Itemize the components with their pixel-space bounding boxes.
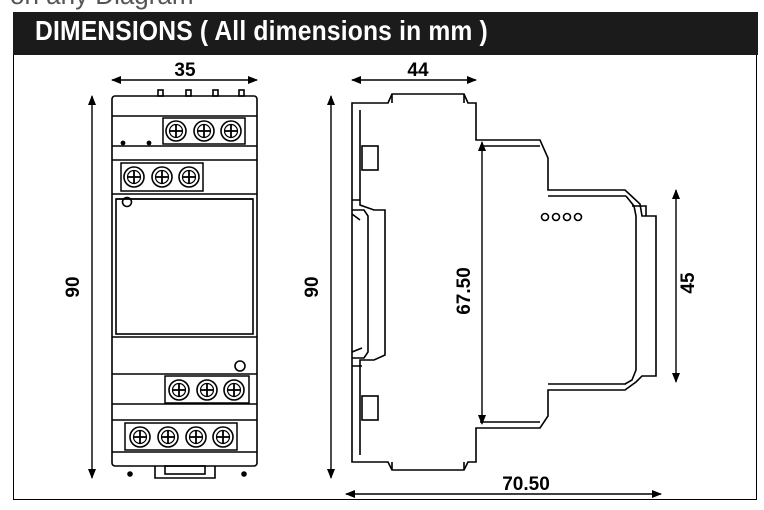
side-total-depth-label: 70.50 [502, 474, 550, 495]
side-height-label: 90 [302, 276, 323, 297]
side-view [351, 93, 657, 471]
side-step-height-dimension: 45 [672, 189, 699, 383]
side-inner-height-label: 67.50 [454, 267, 475, 315]
side-total-depth-dimension: 70.50 [345, 474, 662, 498]
front-lower-terminals [124, 375, 250, 451]
side-step-height-label: 45 [678, 272, 699, 294]
front-width-dimension: 35 [111, 60, 258, 84]
side-depth-top-dimension: 44 [351, 60, 477, 84]
section-header: DIMENSIONS ( All dimensions in mm ) [13, 12, 758, 55]
front-height-label: 90 [63, 276, 84, 297]
front-height-dimension: 90 [63, 95, 96, 479]
front-view [111, 89, 258, 479]
diagram-frame [13, 55, 757, 500]
cropped-caption-text: on any Diagram [10, 0, 194, 11]
side-height-dimension: 90 [302, 95, 335, 479]
side-inner-height-dimension: 67.50 [454, 141, 486, 425]
front-body-outline [111, 95, 258, 467]
front-top-pins [157, 89, 245, 97]
side-body-outline [351, 93, 657, 471]
section-title: DIMENSIONS ( All dimensions in mm ) [35, 15, 488, 46]
cropped-caption: on any Diagram [0, 0, 764, 12]
front-width-label: 35 [174, 60, 196, 81]
side-depth-top-label: 44 [407, 60, 429, 81]
front-upper-terminals [120, 117, 246, 192]
